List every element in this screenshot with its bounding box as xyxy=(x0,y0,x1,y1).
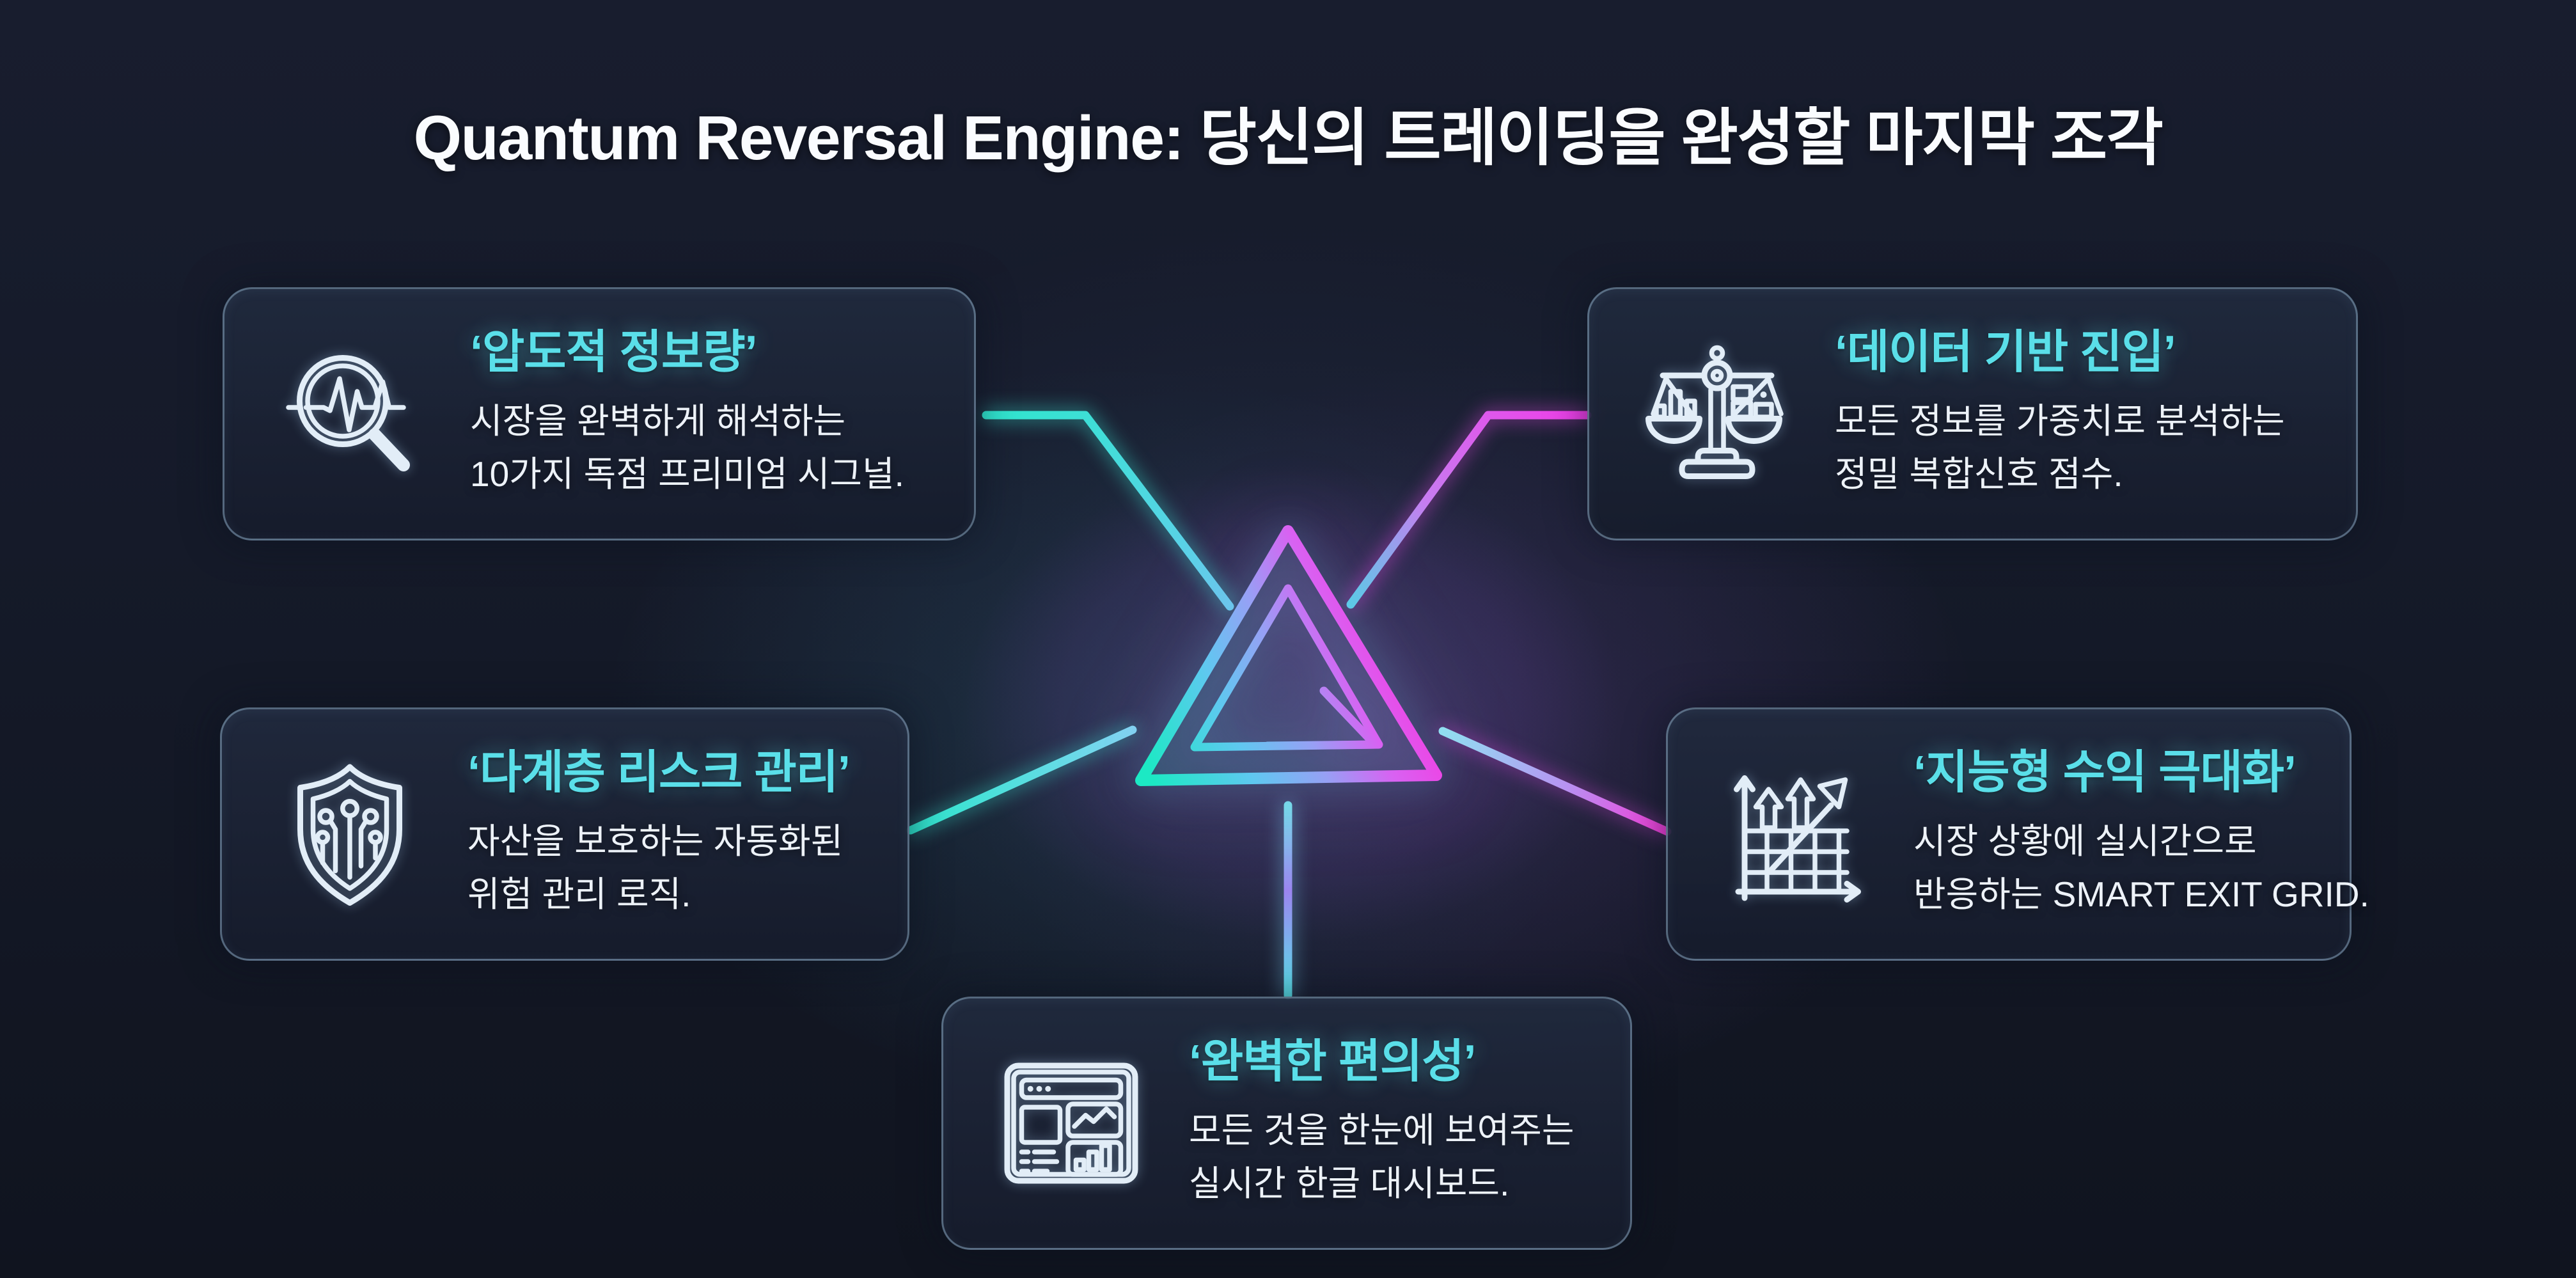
card-text-block: ‘다계층 리스크 관리’ 자산을 보호하는 자동화된 위험 관리 로직. xyxy=(467,746,851,922)
dashboard-window-icon xyxy=(994,1034,1148,1213)
logo-inner-triangle xyxy=(1190,584,1383,752)
card-text-block: ‘데이터 기반 진입’ 모든 정보를 가중치로 분석하는 정밀 복합신호 점수. xyxy=(1835,326,2285,501)
feature-card-profit: ‘지능형 수익 극대화’ 시장 상황에 실시간으로 반응하는 SMART EXI… xyxy=(1666,707,2369,961)
shield-circuit-icon xyxy=(273,745,427,924)
card-line: 모든 것을 한눈에 보여주는 xyxy=(1189,1110,1575,1150)
feature-card-signals: ‘압도적 정보량’ 시장을 완벽하게 해석하는 10가지 독점 프리미엄 시그널… xyxy=(223,287,976,540)
card-text-block: ‘압도적 정보량’ 시장을 완벽하게 해석하는 10가지 독점 프리미엄 시그널… xyxy=(470,326,904,501)
page-title: Quantum Reversal Engine: 당신의 트레이딩을 완성할 마… xyxy=(413,103,2164,173)
connector-mid-left xyxy=(906,725,1137,835)
card-title: ‘완벽한 편의성’ xyxy=(1189,1036,1476,1087)
feature-card-risk: ‘다계층 리스크 관리’ 자산을 보호하는 자동화된 위험 관리 로직. xyxy=(220,707,909,961)
card-title: ‘압도적 정보량’ xyxy=(470,327,757,378)
card-title: ‘다계층 리스크 관리’ xyxy=(467,747,851,798)
card-line: 정밀 복합신호 점수. xyxy=(1835,454,2123,494)
card-line: 실시간 한글 대시보드. xyxy=(1189,1164,1510,1204)
feature-card-entry: ‘데이터 기반 진입’ 모든 정보를 가중치로 분석하는 정밀 복합신호 점수. xyxy=(1587,287,2358,540)
connector-top-left xyxy=(982,411,1234,611)
card-title: ‘지능형 수익 극대화’ xyxy=(1913,747,2297,798)
card-line: 반응하는 SMART EXIT GRID. xyxy=(1913,874,2369,915)
logo-arrow-chevron xyxy=(1263,686,1379,750)
balance-scale-icon xyxy=(1640,324,1794,503)
connector-top-right xyxy=(1346,411,1592,609)
logo-outer-triangle xyxy=(1135,525,1442,786)
card-line: 10가지 독점 프리미엄 시그널. xyxy=(470,454,904,494)
feature-card-dashboard: ‘완벽한 편의성’ 모든 것을 한눈에 보여주는 실시간 한글 대시보드. xyxy=(941,997,1632,1250)
magnifier-pulse-icon xyxy=(276,324,429,503)
card-text-block: ‘지능형 수익 극대화’ 시장 상황에 실시간으로 반응하는 SMART EXI… xyxy=(1913,746,2369,922)
card-title: ‘데이터 기반 진입’ xyxy=(1835,327,2176,378)
card-line: 모든 정보를 가중치로 분석하는 xyxy=(1835,400,2285,441)
growth-chart-icon xyxy=(1719,745,1873,924)
quantum-triangle-logo xyxy=(1135,525,1442,786)
card-line: 시장을 완벽하게 해석하는 xyxy=(470,400,846,441)
connector-mid-right xyxy=(1438,727,1672,836)
card-text-block: ‘완벽한 편의성’ 모든 것을 한눈에 보여주는 실시간 한글 대시보드. xyxy=(1189,1036,1574,1211)
card-line: 시장 상황에 실시간으로 xyxy=(1913,821,2257,861)
card-line: 자산을 보호하는 자동화된 xyxy=(467,821,844,861)
card-line: 위험 관리 로직. xyxy=(467,874,691,915)
